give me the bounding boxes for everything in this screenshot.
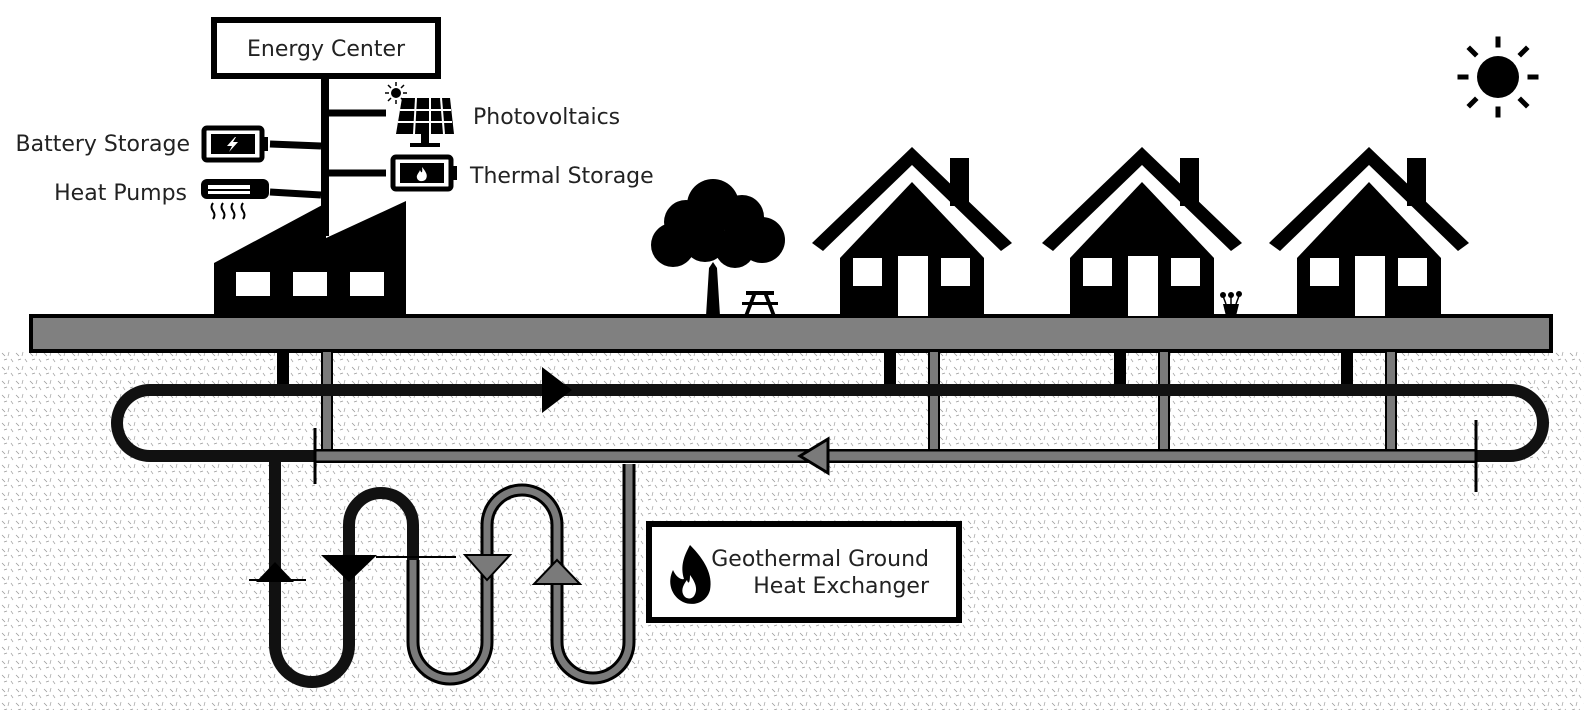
- ground-surface: [29, 314, 1553, 353]
- energy-center-factory: [214, 201, 406, 316]
- supply-pipe-top: [150, 384, 1549, 462]
- energy-center-mast: [321, 76, 329, 236]
- heat-pumps-label: Heat Pumps: [54, 181, 187, 206]
- flow-arrow-icon: [321, 555, 377, 582]
- house-icon: [1269, 147, 1469, 316]
- district-loop: [111, 367, 1549, 492]
- energy-center-sign: Energy Center: [211, 17, 441, 79]
- exchanger-label-line1: Geothermal Ground: [711, 547, 929, 572]
- house-icon: [1042, 147, 1242, 316]
- energy-center-title: Energy Center: [247, 37, 406, 62]
- battery-storage-label: Battery Storage: [16, 132, 191, 157]
- flower-pot-icon: [1220, 291, 1242, 316]
- flow-arrow-icon: [256, 562, 294, 582]
- flow-arrow-icon: [531, 558, 583, 585]
- solar-panel-icon: [385, 82, 454, 147]
- geothermal-exchanger-box: Geothermal Ground Heat Exchanger: [646, 521, 962, 623]
- supply-pipe: [111, 384, 315, 462]
- thermal-battery-icon: [390, 154, 457, 192]
- tree-icon: [651, 179, 785, 316]
- exchanger-label-line2: Heat Exchanger: [753, 574, 930, 599]
- sun-icon: [1457, 36, 1539, 118]
- picnic-table-icon: [742, 291, 778, 316]
- heat-pump-icon: [201, 179, 269, 220]
- thermal-storage-label: Thermal Storage: [469, 164, 654, 189]
- flow-arrow-icon: [462, 554, 513, 582]
- flow-arrow-icon: [542, 367, 572, 413]
- flow-arrow-icon: [797, 436, 830, 476]
- photovoltaics-label: Photovoltaics: [473, 105, 620, 130]
- battery-icon: [201, 125, 268, 163]
- supply-borehole: [269, 456, 419, 688]
- borehole-loops: [249, 456, 636, 688]
- house-icon: [812, 147, 1012, 316]
- flame-icon: [670, 545, 711, 604]
- house-connections: [277, 350, 1397, 454]
